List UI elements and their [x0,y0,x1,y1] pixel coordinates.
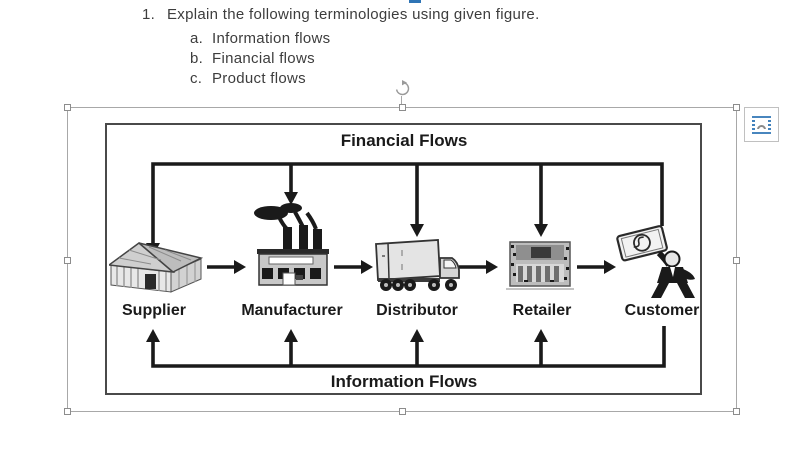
selection-handle-top-right[interactable] [733,104,740,111]
question-subitem-a: a. Information flows [190,30,330,47]
entity-label-supplier: Supplier [121,302,187,319]
question-line: 1. Explain the following terminologies u… [142,6,540,23]
warehouse-icon [107,237,204,295]
information-flow-lines [151,326,666,368]
selection-handle-top-center[interactable] [399,104,406,111]
cropped-text-fragment [409,0,421,3]
flow-arrows-canvas [146,162,666,368]
factory-icon [249,199,333,287]
subitem-letter: c. [190,70,203,87]
subitem-text: Financial flows [212,50,315,67]
subitem-text: Product flows [212,70,306,87]
selection-handle-bottom-right[interactable] [733,408,740,415]
image-selection-frame [64,104,740,415]
question-subitem-b: b. Financial flows [190,50,315,67]
information-flows-label: Information Flows [330,372,478,391]
subitem-text: Information flows [212,30,331,47]
selection-handle-top-left[interactable] [64,104,71,111]
product-flow-arrowheads [234,260,616,274]
subitem-letter: b. [190,50,204,67]
text-wrap-arch-icon [752,116,771,134]
supply-chain-figure[interactable]: Financial Flows Information Flows [105,123,702,395]
financial-flow-lines [151,162,664,244]
person-with-money-icon [615,221,701,299]
rotate-arrow-icon [395,80,410,96]
entity-label-manufacturer: Manufacturer [241,302,343,319]
selection-handle-bottom-left[interactable] [64,408,71,415]
layout-options-button[interactable] [744,107,779,142]
entity-label-customer: Customer [624,302,700,319]
question-number: 1. [142,6,156,23]
subitem-letter: a. [190,30,204,47]
financial-flows-label: Financial Flows [340,131,468,150]
store-icon [504,239,576,293]
truck-icon [372,236,464,294]
rotate-handle-connector [401,96,402,107]
selection-handle-bottom-center[interactable] [399,408,406,415]
information-flow-arrowheads [146,329,548,342]
rotate-handle[interactable] [394,80,411,97]
question-subitem-c: c. Product flows [190,70,306,87]
entity-label-retailer: Retailer [512,302,572,319]
selection-handle-middle-left[interactable] [64,257,71,264]
financial-flow-arrowheads [146,192,548,256]
selection-handle-middle-right[interactable] [733,257,740,264]
question-text: Explain the following terminologies usin… [167,6,540,23]
entity-label-distributor: Distributor [376,302,458,319]
